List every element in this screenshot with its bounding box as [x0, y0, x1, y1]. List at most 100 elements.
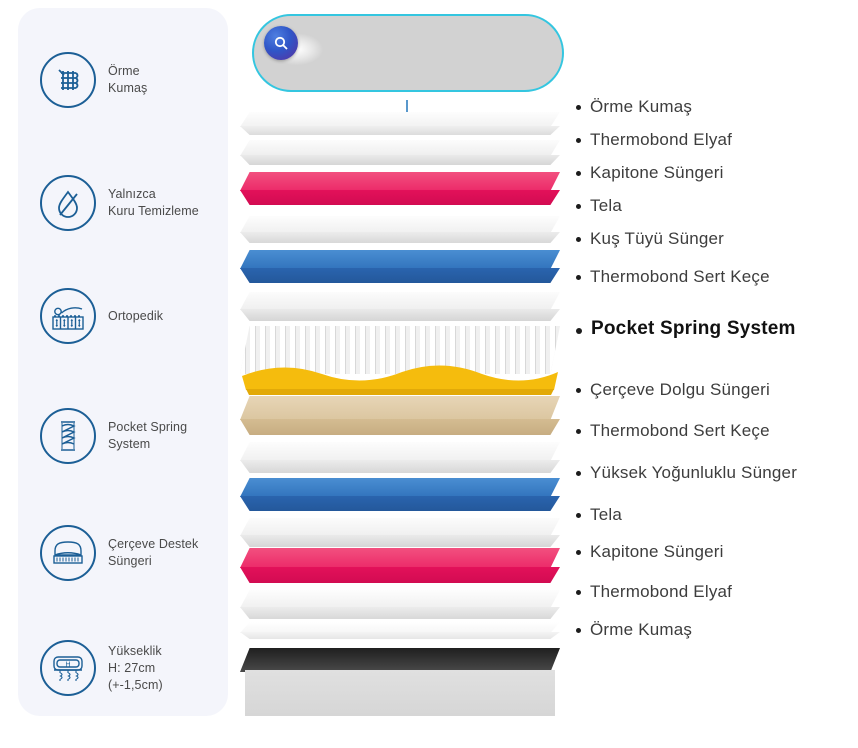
layer-tela — [240, 216, 560, 243]
layer-kus-tuyu-sunger — [240, 250, 560, 283]
slab-edge — [240, 607, 560, 619]
pocket-spring-icon — [40, 408, 96, 464]
bullet-icon — [576, 204, 581, 209]
slab-edge — [240, 496, 560, 511]
layer-thermobond-sert-kece — [240, 292, 560, 321]
layer-thin-sheet — [240, 622, 560, 639]
feature-panel: Örme Kumaş Yalnızca Kuru Temizleme — [18, 8, 228, 716]
feature-item-pocket-spring[interactable]: Pocket Spring System — [40, 396, 220, 476]
feature-item-ortopedik[interactable]: Ortopedik — [40, 276, 220, 356]
list-item[interactable]: Çerçeve Dolgu Süngeri — [576, 379, 770, 401]
layer-base-gray — [245, 670, 555, 716]
feature-item-orme-kumas[interactable]: Örme Kumaş — [40, 40, 220, 120]
magnifier-icon[interactable] — [264, 26, 298, 60]
bullet-icon — [576, 471, 581, 476]
list-item[interactable]: Thermobond Sert Keçe — [576, 420, 770, 442]
feature-item-dry-clean[interactable]: Yalnızca Kuru Temizleme — [40, 163, 220, 243]
dry-clean-only-icon — [40, 175, 96, 231]
slab-top — [240, 590, 560, 608]
layer-tela-2 — [240, 478, 560, 511]
bullet-icon — [576, 275, 581, 280]
feature-label: Örme Kumaş — [108, 64, 148, 95]
list-item-label: Çerçeve Dolgu Süngeri — [590, 380, 770, 399]
list-item[interactable]: Kuş Tüyü Sünger — [576, 228, 724, 250]
layer-orme-kumas-2 — [240, 590, 560, 619]
bullet-icon — [576, 171, 581, 176]
list-item[interactable]: Tela — [576, 195, 622, 217]
list-item[interactable]: Örme Kumaş — [576, 96, 692, 118]
slab-edge — [240, 419, 560, 435]
slab-edge — [240, 268, 560, 283]
slab-edge — [240, 309, 560, 321]
height-icon: H — [40, 640, 96, 696]
list-item-highlight[interactable]: Pocket Spring System — [576, 318, 796, 340]
slab-edge — [240, 155, 560, 165]
frame-support-foam-icon — [40, 525, 96, 581]
yellow-frame-shape — [242, 365, 558, 395]
bullet-icon — [576, 429, 581, 434]
feature-label: Yalnızca Kuru Temizleme — [108, 187, 199, 218]
bullet-icon — [576, 328, 582, 334]
list-item-label: Thermobond Sert Keçe — [590, 421, 770, 440]
base-body — [245, 670, 555, 716]
list-item[interactable]: Thermobond Elyaf — [576, 581, 732, 603]
layer-cerceve-dolgu-sungeri — [240, 362, 560, 396]
list-item-label: Kapitone Süngeri — [590, 542, 724, 561]
list-item[interactable]: Thermobond Sert Keçe — [576, 266, 770, 288]
slab-top — [240, 518, 560, 536]
svg-text:H: H — [65, 662, 70, 669]
feature-item-frame-support[interactable]: Çerçeve Destek Süngeri — [40, 513, 220, 593]
layer-pocket-spring-system — [240, 326, 560, 382]
slab-edge — [240, 126, 560, 135]
feature-label: Yükseklik H: 27cm (+-1,5cm) — [108, 643, 163, 692]
slab-edge — [240, 460, 560, 473]
slab-top — [240, 442, 560, 461]
layer-kapitone-sungeri — [240, 172, 560, 205]
list-item-label: Kapitone Süngeri — [590, 163, 724, 182]
list-item[interactable]: Kapitone Süngeri — [576, 162, 724, 184]
orthopedic-icon — [40, 288, 96, 344]
spring-coils — [240, 326, 560, 374]
list-item-label: Tela — [590, 505, 622, 524]
bullet-icon — [576, 388, 581, 393]
layer-thermobond-elyaf — [240, 140, 560, 165]
slab-edge — [240, 632, 560, 639]
slab-top — [240, 648, 560, 672]
slab-top — [240, 478, 560, 497]
list-item-label: Thermobond Elyaf — [590, 130, 733, 149]
feature-item-height[interactable]: H Yükseklik H: 27cm (+-1,5cm) — [40, 628, 220, 708]
bullet-icon — [576, 105, 581, 110]
fabric-zoom-callout — [252, 14, 564, 92]
slab-edge — [240, 535, 560, 547]
list-item[interactable]: Örme Kumaş — [576, 619, 692, 641]
list-item-label: Kuş Tüyü Sünger — [590, 229, 725, 248]
list-item-label: Tela — [590, 196, 622, 215]
feature-label: Çerçeve Destek Süngeri — [108, 537, 199, 568]
slab-top — [240, 250, 560, 269]
list-item[interactable]: Kapitone Süngeri — [576, 541, 724, 563]
slab-top — [240, 216, 560, 233]
layer-base-dark — [240, 648, 560, 672]
bullet-icon — [576, 237, 581, 242]
bullet-icon — [576, 590, 581, 595]
slab-top — [240, 112, 560, 127]
slab-top — [240, 396, 560, 420]
feature-label: Pocket Spring System — [108, 420, 188, 451]
knit-fabric-icon — [40, 52, 96, 108]
slab-edge — [240, 190, 560, 205]
slab-edge — [240, 232, 560, 243]
list-item-label: Örme Kumaş — [590, 620, 693, 639]
list-item[interactable]: Yüksek Yoğunluklu Sünger — [576, 462, 797, 484]
list-item[interactable]: Tela — [576, 504, 622, 526]
bullet-icon — [576, 513, 581, 518]
mattress-layer-stack — [240, 0, 580, 748]
slab-top — [240, 172, 560, 191]
slab-top — [240, 140, 560, 156]
slab-top — [240, 292, 560, 310]
layer-yuksek-yogunluklu-sunger — [240, 396, 560, 435]
slab-top — [240, 548, 560, 568]
list-item[interactable]: Thermobond Elyaf — [576, 129, 732, 151]
bullet-icon — [576, 628, 581, 633]
list-item-label: Pocket Spring System — [591, 318, 796, 339]
list-item-label: Thermobond Sert Keçe — [590, 267, 770, 286]
